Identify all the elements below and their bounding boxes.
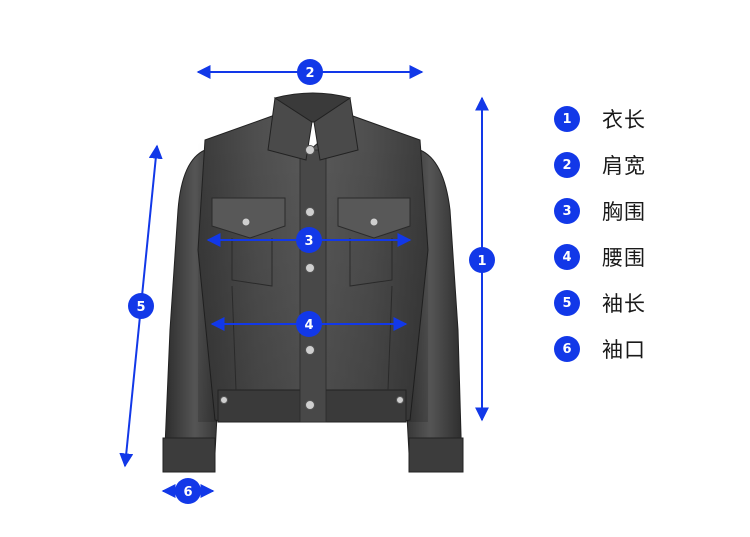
legend-number-badge: 3 xyxy=(554,198,580,224)
left-cuff xyxy=(163,438,215,472)
legend-item-shoulder-width: 2 肩宽 xyxy=(554,142,714,188)
legend-label: 袖口 xyxy=(602,334,646,364)
measurement-legend: 1 衣长 2 肩宽 3 胸围 4 腰围 5 袖长 6 袖口 xyxy=(554,96,714,372)
right-cuff xyxy=(409,438,463,472)
legend-number-badge: 2 xyxy=(554,152,580,178)
legend-number-badge: 6 xyxy=(554,336,580,362)
badge-length: 1 xyxy=(469,247,495,273)
badge-shoulder-width: 2 xyxy=(297,59,323,85)
badge-cuff: 6 xyxy=(175,478,201,504)
badge-waist: 4 xyxy=(296,311,322,337)
svg-text:2: 2 xyxy=(305,66,314,81)
svg-text:5: 5 xyxy=(136,300,145,315)
placket xyxy=(300,150,326,422)
legend-number-badge: 5 xyxy=(554,290,580,316)
svg-text:4: 4 xyxy=(304,318,313,333)
legend-item-cuff: 6 袖口 xyxy=(554,326,714,372)
svg-text:3: 3 xyxy=(304,234,313,249)
legend-item-chest: 3 胸围 xyxy=(554,188,714,234)
svg-text:1: 1 xyxy=(477,254,486,269)
legend-label: 衣长 xyxy=(602,104,646,134)
legend-item-sleeve-length: 5 袖长 xyxy=(554,280,714,326)
badge-sleeve-length: 5 xyxy=(128,293,154,319)
legend-label: 袖长 xyxy=(602,288,646,318)
legend-number-badge: 1 xyxy=(554,106,580,132)
legend-label: 胸围 xyxy=(602,196,646,226)
badge-chest: 3 xyxy=(296,227,322,253)
legend-label: 腰围 xyxy=(602,242,646,272)
svg-text:6: 6 xyxy=(183,485,192,500)
legend-item-waist: 4 腰围 xyxy=(554,234,714,280)
legend-number-badge: 4 xyxy=(554,244,580,270)
legend-item-length: 1 衣长 xyxy=(554,96,714,142)
legend-label: 肩宽 xyxy=(602,150,646,180)
denim-jacket-image xyxy=(163,93,463,472)
